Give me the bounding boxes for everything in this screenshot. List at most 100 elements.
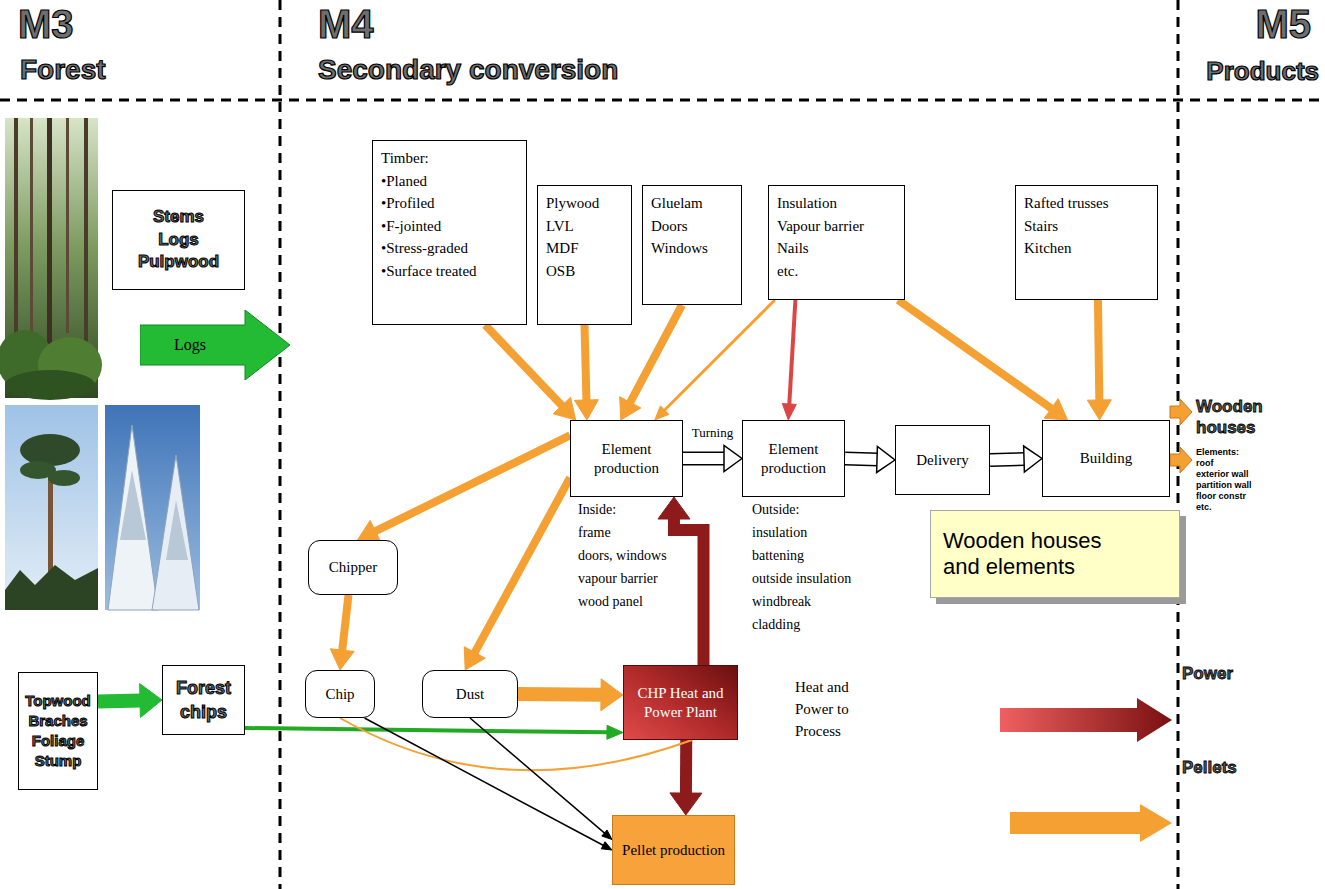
node-text: •F-jointed — [381, 215, 518, 238]
element-note: frame — [578, 525, 611, 542]
node-text: Insulation — [777, 192, 896, 215]
product-name: Pellets — [1182, 758, 1237, 778]
module-number: M4 — [318, 2, 374, 47]
material-box: PlywoodLVLMDFOSB — [537, 185, 632, 325]
node-text: Rafted trusses — [1024, 192, 1149, 215]
column-title: Secondary conversion — [318, 54, 618, 86]
element-note: doors, windows — [578, 548, 667, 565]
element-list: exterior wall — [1196, 470, 1249, 479]
connector-arrow — [655, 300, 775, 420]
node-text: CHP Heat and Power Plant — [632, 684, 729, 722]
process-box: Building — [1042, 420, 1170, 497]
material-box: InsulationVapour barrierNailsetc. — [768, 185, 905, 300]
element-note: windbreak — [752, 594, 811, 611]
node-text: Windows — [651, 237, 733, 260]
element-note: vapour barrier — [578, 571, 658, 588]
element-list: etc. — [1196, 503, 1212, 512]
node-text: OSB — [546, 260, 623, 283]
node-text: •Stress-graded — [381, 237, 518, 260]
element-list: Elements: — [1196, 448, 1239, 457]
element-list: floor constr — [1196, 492, 1246, 501]
node-text: Kitchen — [1024, 237, 1149, 260]
node-text: Topwood — [25, 691, 91, 711]
node-text: Logs — [174, 336, 206, 354]
arrow-shape — [140, 310, 290, 380]
connector-arrow — [464, 478, 570, 670]
connector-arrow — [658, 497, 704, 665]
node-text: MDF — [546, 237, 623, 260]
node-text: Doors — [651, 215, 733, 238]
node-text: Chip — [325, 685, 354, 704]
forest-photo — [0, 118, 102, 400]
logs-arrow: Logs — [140, 310, 290, 380]
element-note: insulation — [752, 525, 807, 542]
element-note: Inside: — [578, 502, 616, 519]
source-box: StemsLogsPulpwood — [112, 190, 245, 290]
node-text: Dust — [456, 685, 484, 704]
connector-arrow — [485, 325, 576, 420]
node-text: Gluelam — [651, 192, 733, 215]
element-note: battening — [752, 548, 804, 565]
element-list: roof — [1196, 459, 1214, 468]
process-note: Process — [795, 722, 841, 740]
process-box: Delivery — [895, 425, 990, 495]
source-box: Forest chips — [162, 665, 245, 735]
connector-arrow — [782, 300, 796, 420]
plant-box: CHP Heat and Power Plant — [623, 665, 738, 740]
column-title: Products — [1206, 56, 1319, 87]
node-text: Stairs — [1024, 215, 1149, 238]
material-box: Rafted trussesStairsKitchen — [1015, 185, 1158, 300]
pellets-arrow — [1010, 804, 1172, 842]
node-text: Chipper — [329, 558, 377, 577]
module-number: M3 — [18, 2, 74, 47]
product-box: Chip — [305, 670, 375, 718]
connector-arrow — [365, 718, 613, 850]
snow-photo — [105, 405, 200, 610]
node-text: Pellet production — [622, 841, 725, 860]
element-note: wood panel — [578, 594, 643, 611]
product-name: Wooden houses — [1196, 396, 1276, 439]
node-text: Vapour barrier — [777, 215, 896, 238]
connector-arrow — [670, 740, 702, 815]
connector-arrow — [470, 718, 612, 840]
connector-arrow — [98, 684, 162, 718]
node-text: Element production — [579, 440, 674, 478]
plant-box: Pellet production — [612, 815, 735, 885]
node-text: Forest chips — [171, 676, 236, 725]
pine-photo — [5, 405, 98, 610]
connector-arrow — [898, 300, 1067, 420]
node-text: Building — [1080, 449, 1133, 468]
node-text: Pulpwood — [138, 251, 219, 274]
element-note: cladding — [752, 617, 800, 634]
connector-arrow — [683, 446, 742, 472]
connector-arrow — [574, 325, 598, 420]
node-text: Braches — [28, 711, 87, 731]
material-box: Timber:•Planed•Profiled•F-jointed•Stress… — [372, 140, 527, 325]
connector-arrow — [245, 725, 623, 739]
node-text: Element production — [751, 440, 836, 478]
connector-arrow — [845, 446, 895, 472]
element-list: partition wall — [1196, 481, 1252, 490]
node-text: Foliage — [32, 731, 85, 751]
edge-label: Turning — [690, 425, 735, 441]
module-number: M5 — [1255, 2, 1311, 47]
node-text: Wooden houses and elements — [943, 528, 1128, 581]
node-text: •Profiled — [381, 192, 518, 215]
output-arrow — [1170, 399, 1192, 425]
process-box: Element production — [742, 420, 845, 497]
process-box: Chipper — [308, 540, 398, 595]
element-note: outside insulation — [752, 571, 851, 588]
connector-arrow — [358, 435, 571, 542]
node-text: Logs — [158, 229, 199, 252]
element-note: Outside: — [752, 502, 799, 519]
node-text: Stump — [35, 751, 82, 771]
node-text: •Planed — [381, 170, 518, 193]
node-text: Stems — [153, 206, 204, 229]
product-name: Power — [1182, 664, 1233, 684]
power-arrow — [1000, 698, 1172, 742]
connector-arrow — [330, 595, 354, 670]
node-text: Plywood — [546, 192, 623, 215]
product-box: Dust — [422, 670, 518, 718]
source-box: TopwoodBrachesFoliageStump — [18, 672, 98, 790]
